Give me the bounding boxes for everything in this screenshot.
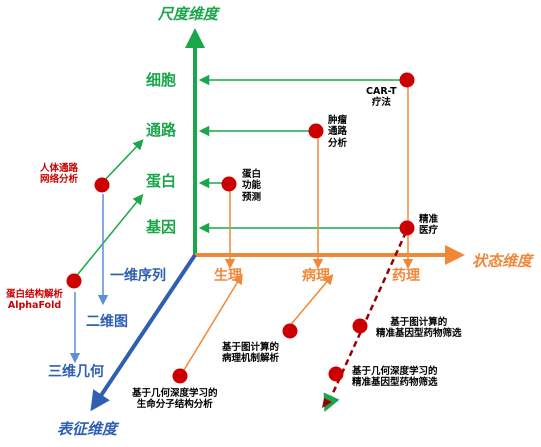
point-graph-drug: [352, 318, 368, 334]
point-geo-drug: [328, 366, 344, 382]
human-network-label: 人体通路 网络分析: [40, 163, 79, 186]
graph-pathology-to-pathology-line: [287, 273, 334, 329]
scale-tick-protein: 蛋白: [146, 172, 177, 190]
point-alphafold: [66, 273, 82, 289]
car-t-label: CAR-T 疗法: [366, 86, 397, 109]
geo-molecule-label: 基于几何深度学习的 生命分子结构分析: [132, 388, 218, 411]
scale-tick-gene: 基因: [146, 218, 177, 236]
alphafold-label: 蛋白结构解析 AlphaFold: [6, 289, 64, 312]
precision-medicine-label: 精准 医疗: [419, 214, 439, 237]
representation-tick-3d: 三维几何: [48, 364, 104, 380]
graph-drug-label: 基于图计算的 精准基因型药物筛选: [376, 317, 462, 340]
point-human-network: [94, 177, 110, 193]
point-geo-molecule: [172, 368, 188, 384]
point-protein-function: [221, 176, 237, 192]
point-car-t: [399, 72, 415, 88]
point-precision-medicine: [399, 220, 415, 236]
representation-axis: [90, 253, 197, 412]
network-to-pathway-line: [101, 139, 144, 184]
representation-tick-1d: 一维序列: [110, 268, 166, 284]
tumor-pathway-label: 肿瘤 通路 分析: [328, 115, 348, 149]
protein-function-label: 蛋白 功能 预测: [242, 169, 262, 203]
representation-tick-2d: 二维图: [86, 314, 128, 330]
state-tick-physiology: 生理: [214, 268, 242, 284]
dashed-line-arrowhead: [322, 398, 332, 408]
state-tick-pathology: 病理: [302, 268, 330, 284]
state-axis-title: 状态维度: [472, 252, 533, 270]
geo-molecule-to-physiology-line: [183, 273, 243, 371]
scale-tick-pathway: 通路: [146, 121, 177, 139]
state-tick-pharmacology: 药理: [392, 268, 420, 284]
pharmacology-dashed-line: [323, 231, 408, 412]
alphafold-to-protein-line: [73, 193, 144, 280]
scale-tick-cell: 细胞: [146, 71, 177, 89]
point-tumor-pathway: [308, 123, 324, 139]
representation-axis-title: 表征维度: [57, 420, 118, 438]
geo-drug-label: 基于几何深度学习的 精准基因型药物筛选: [352, 366, 438, 389]
point-graph-pathology: [282, 323, 298, 339]
graph-pathology-label: 基于图计算的 病理机制解析: [222, 342, 280, 365]
scale-axis-title: 尺度维度: [158, 5, 219, 23]
